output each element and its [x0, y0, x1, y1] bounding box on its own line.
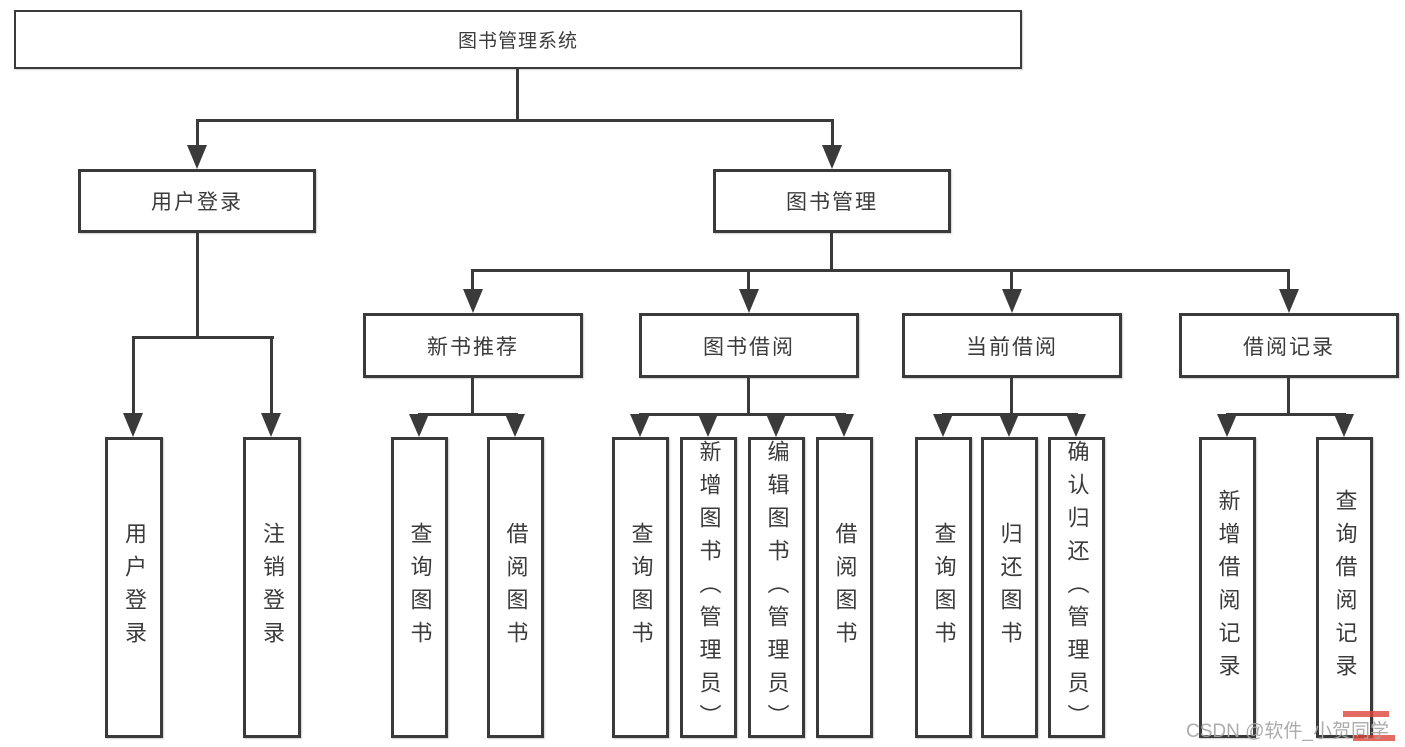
- arrowhead-down-icon: [1002, 289, 1022, 313]
- arrowhead-down-icon: [187, 145, 207, 169]
- arrowhead-down-icon: [933, 414, 953, 437]
- node-label: 当前借阅: [966, 335, 1058, 359]
- connector-stub: [270, 336, 273, 415]
- node-book-management: 图书管理: [713, 169, 951, 233]
- leaf-edit-books-admin: 编辑图书（管理员）: [748, 437, 805, 738]
- node-label: 注销登录: [260, 521, 285, 654]
- node-label: 图书借阅: [703, 335, 795, 359]
- node-label: 新书推荐: [427, 335, 519, 359]
- node-current-borrowing: 当前借阅: [902, 313, 1122, 378]
- node-user-login: 用户登录: [78, 169, 316, 233]
- arrowhead-down-icon: [505, 414, 525, 437]
- connector-trunk: [1010, 378, 1013, 416]
- connector-stub: [471, 269, 474, 291]
- connector-bar: [639, 413, 846, 416]
- leaf-confirm-return-admin: 确认归还（管理员）: [1048, 437, 1105, 738]
- arrowhead-down-icon: [766, 414, 786, 437]
- arrowhead-down-icon: [739, 289, 759, 313]
- arrowhead-down-icon: [261, 413, 281, 437]
- leaf-return-books: 归还图书: [981, 437, 1038, 738]
- connector-root-trunk: [516, 69, 519, 122]
- node-label: 新增借阅记录: [1215, 488, 1241, 687]
- node-label: 借阅图书: [832, 521, 858, 654]
- node-label: 归还图书: [997, 521, 1023, 654]
- arrowhead-down-icon: [1334, 414, 1354, 437]
- node-label: 编辑图书（管理员）: [764, 440, 790, 737]
- arrowhead-down-icon: [1066, 414, 1086, 437]
- leaf-query-books-current: 查询图书: [915, 437, 972, 738]
- arrowhead-down-icon: [999, 414, 1019, 437]
- arrowhead-down-icon: [1217, 414, 1237, 437]
- arrowhead-down-icon: [463, 289, 483, 313]
- connector-trunk: [747, 378, 750, 416]
- connector-stub: [1287, 269, 1290, 291]
- node-label: 确认归还（管理员）: [1064, 440, 1090, 737]
- node-new-book-recommendation: 新书推荐: [363, 313, 583, 378]
- leaf-user-login: 用户登录: [105, 437, 163, 738]
- leaf-borrow-books: 借阅图书: [816, 437, 873, 738]
- connector-stub: [132, 336, 135, 415]
- connector-user-login-trunk: [196, 233, 199, 339]
- connector-stub: [1010, 269, 1013, 291]
- node-label: 图书管理系统: [457, 31, 578, 52]
- arrowhead-down-icon: [630, 414, 650, 437]
- watermark-accent-bar: [1353, 735, 1395, 741]
- node-label: 借阅图书: [503, 521, 529, 654]
- connector-stub: [831, 119, 834, 147]
- watermark-accent-bar: [1343, 711, 1389, 717]
- node-borrowing-records: 借阅记录: [1179, 313, 1399, 378]
- arrowhead-down-icon: [698, 414, 718, 437]
- connector-trunk: [1287, 378, 1290, 416]
- connector-user-login-bar: [132, 336, 274, 339]
- node-label: 新增图书（管理员）: [696, 440, 722, 737]
- arrowhead-down-icon: [822, 145, 842, 169]
- connector-trunk: [471, 378, 474, 416]
- node-book-borrowing: 图书借阅: [639, 313, 859, 378]
- connector-bar: [418, 413, 518, 416]
- watermark-text: CSDN @软件_小贺同学: [1186, 721, 1389, 742]
- node-library-system: 图书管理系统: [14, 10, 1022, 69]
- leaf-borrow-books-recommend: 借阅图书: [487, 437, 544, 738]
- arrowhead-down-icon: [1279, 289, 1299, 313]
- connector-level2-bar: [471, 269, 1290, 272]
- watermark: CSDN @软件_小贺同学: [1186, 716, 1389, 743]
- connector-stub: [196, 119, 199, 147]
- leaf-add-books-admin: 新增图书（管理员）: [680, 437, 737, 738]
- node-label: 查询图书: [407, 521, 433, 654]
- leaf-logout: 注销登录: [243, 437, 301, 738]
- node-label: 用户登录: [122, 521, 147, 654]
- leaf-query-books-recommend: 查询图书: [391, 437, 448, 738]
- arrowhead-down-icon: [409, 414, 429, 437]
- connector-book-mgmt-trunk: [830, 233, 833, 272]
- node-label: 用户登录: [151, 191, 243, 214]
- arrowhead-down-icon: [123, 413, 143, 437]
- connector-stub: [747, 269, 750, 291]
- node-label: 图书管理: [786, 191, 878, 214]
- node-label: 查询图书: [628, 521, 654, 654]
- node-label: 查询借阅记录: [1332, 488, 1358, 687]
- node-label: 借阅记录: [1243, 335, 1335, 359]
- connector-level1-bar: [196, 119, 834, 122]
- leaf-query-books-borrow: 查询图书: [612, 437, 669, 738]
- connector-bar: [1226, 413, 1346, 416]
- leaf-query-borrow-record: 查询借阅记录: [1316, 437, 1373, 738]
- node-label: 查询图书: [931, 521, 957, 654]
- leaf-add-borrow-record: 新增借阅记录: [1199, 437, 1256, 738]
- arrowhead-down-icon: [834, 414, 854, 437]
